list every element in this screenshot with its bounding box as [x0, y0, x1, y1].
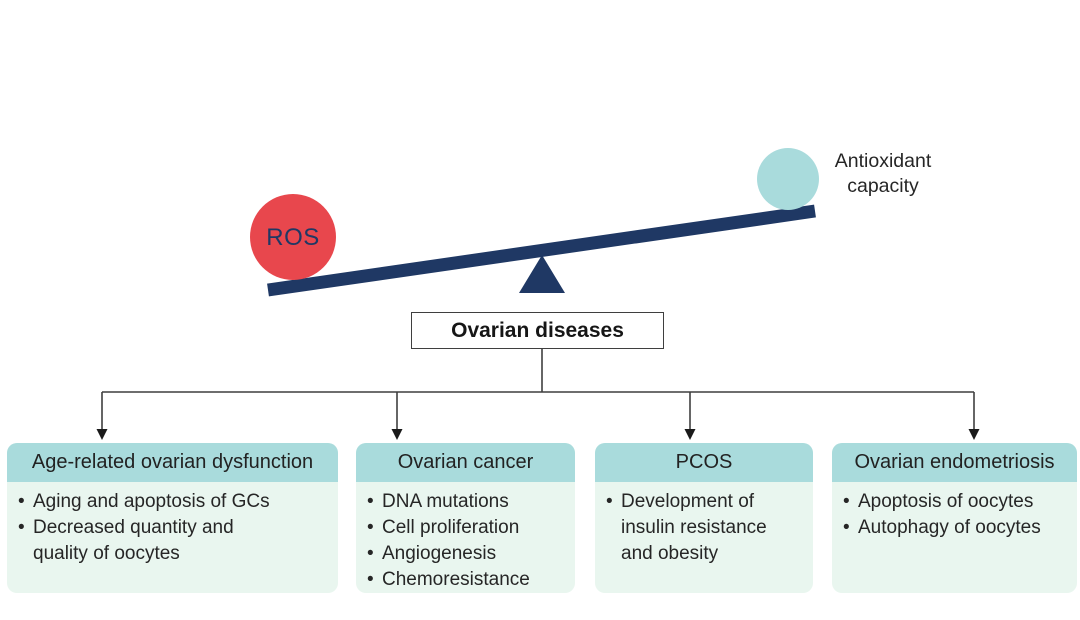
bullet-text: Angiogenesis [382, 543, 497, 564]
bullet-marker: • [606, 491, 613, 512]
list-item: • Autophagy of oocytes [843, 515, 1071, 541]
branch-box-ovarian-endometriosis: Ovarian endometriosis • Apoptosis of ooc… [832, 443, 1077, 593]
list-item: • Chemoresistance [367, 567, 569, 593]
branch-body: • Aging and apoptosis of GCs • Decreased… [7, 482, 338, 567]
branch-body: • Apoptosis of oocytes • Autophagy of oo… [832, 482, 1077, 541]
branch-box-age-related-ovarian-dysfunction: Age-related ovarian dysfunction • Aging … [7, 443, 338, 593]
arrowhead-icon [968, 429, 980, 440]
connector-arrowheads [96, 429, 980, 440]
bullet-text: Chemoresistance [382, 569, 530, 590]
arrowhead-icon [684, 429, 696, 440]
branch-body: • Development of insulin resistance and … [595, 482, 813, 567]
bullet-text: Autophagy of oocytes [858, 517, 1041, 538]
connector-tree [101, 349, 975, 431]
ros-label: ROS [266, 224, 320, 251]
list-item: • Angiogenesis [367, 541, 569, 567]
bullet-marker: • [367, 517, 374, 538]
branch-title: Ovarian endometriosis [832, 443, 1077, 482]
list-item: • Aging and apoptosis of GCs [18, 489, 332, 515]
list-item: • Development of insulin resistance and … [606, 489, 807, 567]
list-item: • Apoptosis of oocytes [843, 489, 1071, 515]
bullet-marker: • [843, 491, 850, 512]
bullet-text: DNA mutations [382, 491, 509, 512]
antioxidant-capacity-label: Antioxidant capacity [834, 150, 932, 197]
seesaw-beam [267, 204, 816, 297]
branch-title: Ovarian cancer [356, 443, 575, 482]
bullet-marker: • [18, 517, 25, 538]
bullet-text: Aging and apoptosis of GCs [33, 491, 270, 512]
branch-title: PCOS [595, 443, 813, 482]
fulcrum-triangle-icon [519, 255, 565, 293]
arrowhead-icon [96, 429, 108, 440]
list-item: • Decreased quantity and quality of oocy… [18, 515, 332, 567]
branch-box-pcos: PCOS • Development of insulin resistance… [595, 443, 813, 593]
bullet-text: Apoptosis of oocytes [858, 491, 1034, 512]
bullet-text: Decreased quantity and quality of oocyte… [33, 517, 234, 564]
bullet-text: Development of insulin resistance and ob… [621, 491, 767, 564]
list-item: • Cell proliferation [367, 515, 569, 541]
bullet-marker: • [18, 491, 25, 512]
list-item: • DNA mutations [367, 489, 569, 515]
arrowhead-icon [391, 429, 403, 440]
bullet-marker: • [367, 569, 374, 590]
ros-circle-icon [250, 194, 336, 280]
bullet-marker: • [367, 543, 374, 564]
ovarian-diseases-box: Ovarian diseases [411, 312, 664, 349]
branch-title: Age-related ovarian dysfunction [7, 443, 338, 482]
branch-body: • DNA mutations • Cell proliferation • A… [356, 482, 575, 593]
bullet-marker: • [367, 491, 374, 512]
bullet-text: Cell proliferation [382, 517, 520, 538]
branch-box-ovarian-cancer: Ovarian cancer • DNA mutations • Cell pr… [356, 443, 575, 593]
antioxidant-circle-icon [757, 148, 819, 210]
bullet-marker: • [843, 517, 850, 538]
